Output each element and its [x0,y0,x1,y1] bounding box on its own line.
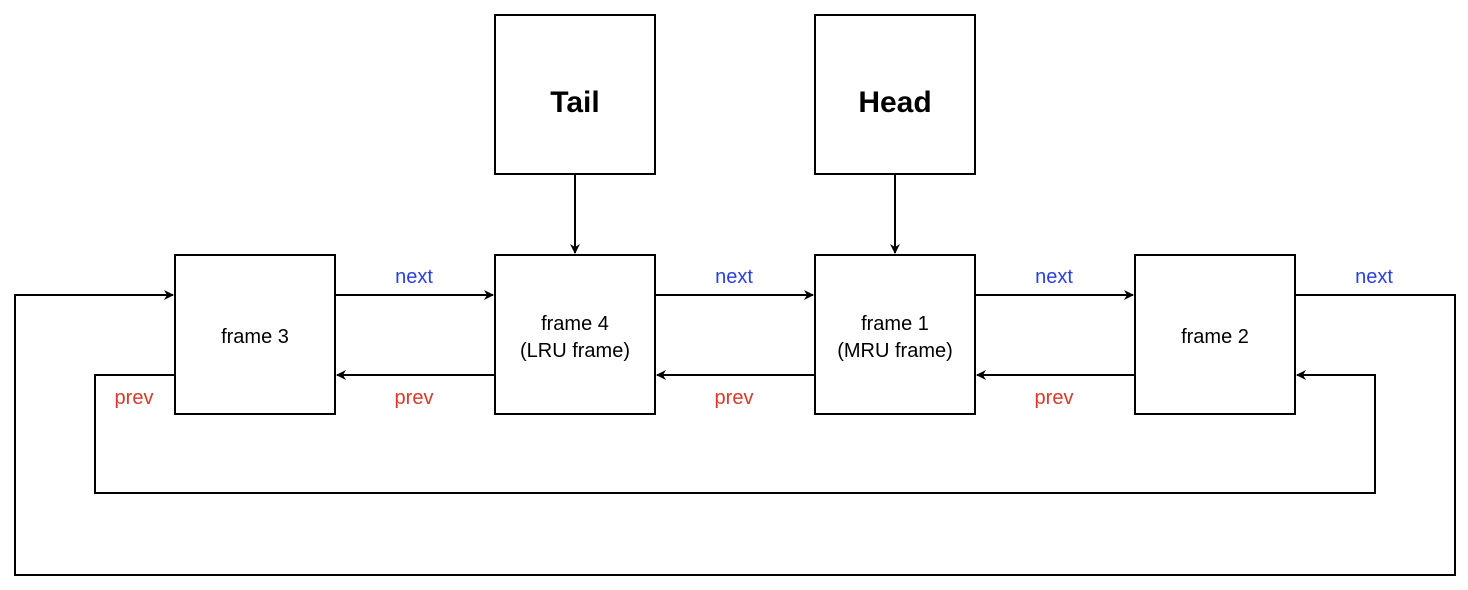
next-label: next [715,266,753,288]
frame-2-box: frame 2 [1134,254,1296,415]
frame-4-sublabel: (LRU frame) [520,340,630,362]
prev-label: prev [115,387,154,409]
prev-label: prev [715,387,754,409]
prev-label: prev [395,387,434,409]
tail-label: Tail [550,86,599,119]
frame-4-box: frame 4 (LRU frame) [494,254,656,415]
frame-2-label: frame 2 [1181,326,1249,348]
next-label: next [1035,266,1073,288]
head-pointer-box: Head [814,14,976,175]
frame-1-sublabel: (MRU frame) [837,340,953,362]
next-label: next [1355,266,1393,288]
tail-pointer-box: Tail [494,14,656,175]
next-label: next [395,266,433,288]
frame-1-box: frame 1 (MRU frame) [814,254,976,415]
next-arrow-frame2-wrap-to-frame3 [14,290,1456,576]
frame-3-label: frame 3 [221,326,289,348]
head-label: Head [858,86,931,119]
prev-label: prev [1035,387,1074,409]
frame-3-box: frame 3 [174,254,336,415]
frame-1-label: frame 1 [861,313,929,335]
frame-4-label: frame 4 [541,313,609,335]
prev-arrow-frame3-wrap-to-frame2 [94,370,1376,494]
